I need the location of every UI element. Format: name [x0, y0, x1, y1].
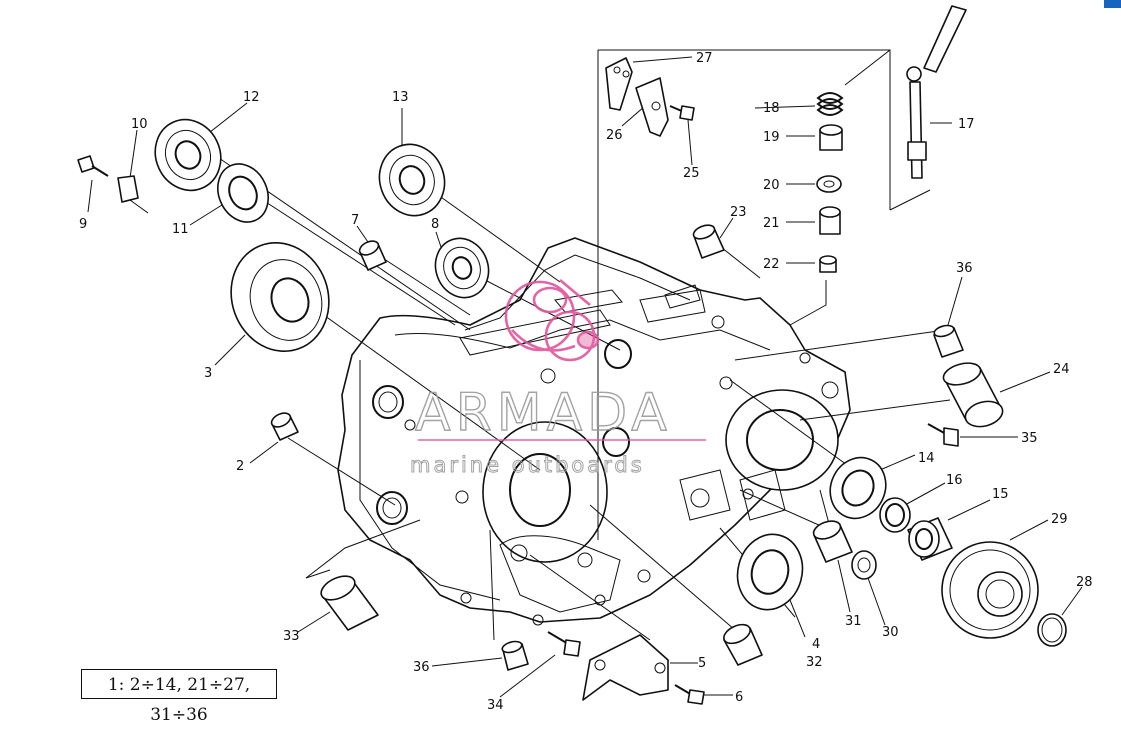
- callout-9: 9: [79, 217, 87, 232]
- part-6-screw: [674, 684, 705, 705]
- watermark-brand: ARMADA: [415, 383, 672, 443]
- part-26-bracket: [635, 77, 669, 137]
- part-31-sleeve: [812, 520, 853, 563]
- watermark-logo: [504, 279, 600, 362]
- callout-21: 21: [763, 216, 780, 231]
- crankcase-half: [337, 237, 851, 626]
- callout-7: 7: [351, 213, 359, 228]
- callout-3: 3: [204, 366, 212, 381]
- callout-5: 5: [698, 656, 706, 671]
- part-15-sleeve: [907, 517, 953, 561]
- part-7-needle-bearing: [358, 240, 387, 271]
- part-32-dowel: [723, 623, 763, 666]
- corner-accent-tab: [1104, 0, 1121, 8]
- part-28-circlip: [1037, 613, 1067, 647]
- part-23-dowel: [692, 224, 725, 259]
- callout-16: 16: [946, 473, 963, 488]
- callout-30: 30: [882, 625, 899, 640]
- callout-11: 11: [172, 222, 189, 237]
- part-21-bushing: [819, 206, 841, 235]
- part-8-bearing: [434, 237, 490, 299]
- part-4-seal: [736, 533, 804, 611]
- part-36-dowel-upper: [933, 324, 964, 358]
- callout-6: 6: [735, 690, 743, 705]
- callout-20: 20: [763, 178, 780, 193]
- watermark: ARMADA marine outboards: [410, 279, 706, 478]
- callout-10: 10: [131, 117, 148, 132]
- callout-28: 28: [1076, 575, 1093, 590]
- part-13-bearing: [378, 143, 446, 217]
- part-29-sprocket: [941, 541, 1039, 639]
- callout-8: 8: [431, 217, 439, 232]
- part-16-o-ring: [879, 497, 911, 533]
- callout-25: 25: [683, 166, 700, 181]
- callout-33: 33: [283, 629, 300, 644]
- callout-4: 4: [812, 637, 820, 652]
- callout-13: 13: [392, 90, 409, 105]
- callout-32: 32: [806, 655, 823, 670]
- part-35-bolt: [927, 423, 959, 447]
- callout-26: 26: [606, 128, 623, 143]
- part-36-dowel-lower: [501, 640, 529, 671]
- part-20-washer: [816, 175, 842, 193]
- part-14-seal: [829, 456, 887, 520]
- part-25-screw: [669, 105, 695, 121]
- part-19-bushing: [819, 124, 843, 151]
- part-30-washer: [851, 550, 877, 580]
- part-22-ring: [819, 255, 837, 273]
- callout-12: 12: [243, 90, 260, 105]
- part-33-sleeve: [320, 575, 379, 631]
- part-18-spring: [816, 92, 844, 116]
- callout-numbers: 2 3 4 5 6 7 8 9 10 11 12 13 14 15 16 17 …: [79, 51, 1093, 713]
- callout-15: 15: [992, 487, 1009, 502]
- part-5-bracket: [582, 634, 669, 701]
- callout-22: 22: [763, 257, 780, 272]
- part-24-sleeve: [942, 362, 1004, 428]
- part-10-clip: [117, 175, 139, 203]
- callout-31: 31: [845, 614, 862, 629]
- parts-legend-box: 1: 2÷14, 21÷27, 31÷36: [81, 669, 277, 725]
- callout-36-lower: 36: [413, 660, 430, 675]
- callout-23: 23: [730, 205, 747, 220]
- callout-19: 19: [763, 130, 780, 145]
- callout-2: 2: [236, 459, 244, 474]
- callout-29: 29: [1051, 512, 1068, 527]
- callout-34: 34: [487, 698, 504, 713]
- callout-17: 17: [958, 117, 975, 132]
- part-27-plate: [605, 57, 633, 111]
- callout-27: 27: [696, 51, 713, 66]
- part-11-seal: [217, 163, 269, 223]
- part-2-dowel: [270, 412, 299, 441]
- callout-35: 35: [1021, 431, 1038, 446]
- part-9-bolt: [77, 155, 109, 177]
- watermark-tagline: marine outboards: [410, 453, 645, 477]
- callout-36-upper: 36: [956, 261, 973, 276]
- callout-18: 18: [763, 101, 780, 116]
- callout-24: 24: [1053, 362, 1070, 377]
- part-34-screw: [547, 631, 581, 657]
- part-12-bearing: [154, 118, 222, 192]
- part-17-shift-shaft: [906, 5, 967, 179]
- callout-14: 14: [918, 451, 935, 466]
- part-3-bearing: [230, 241, 330, 353]
